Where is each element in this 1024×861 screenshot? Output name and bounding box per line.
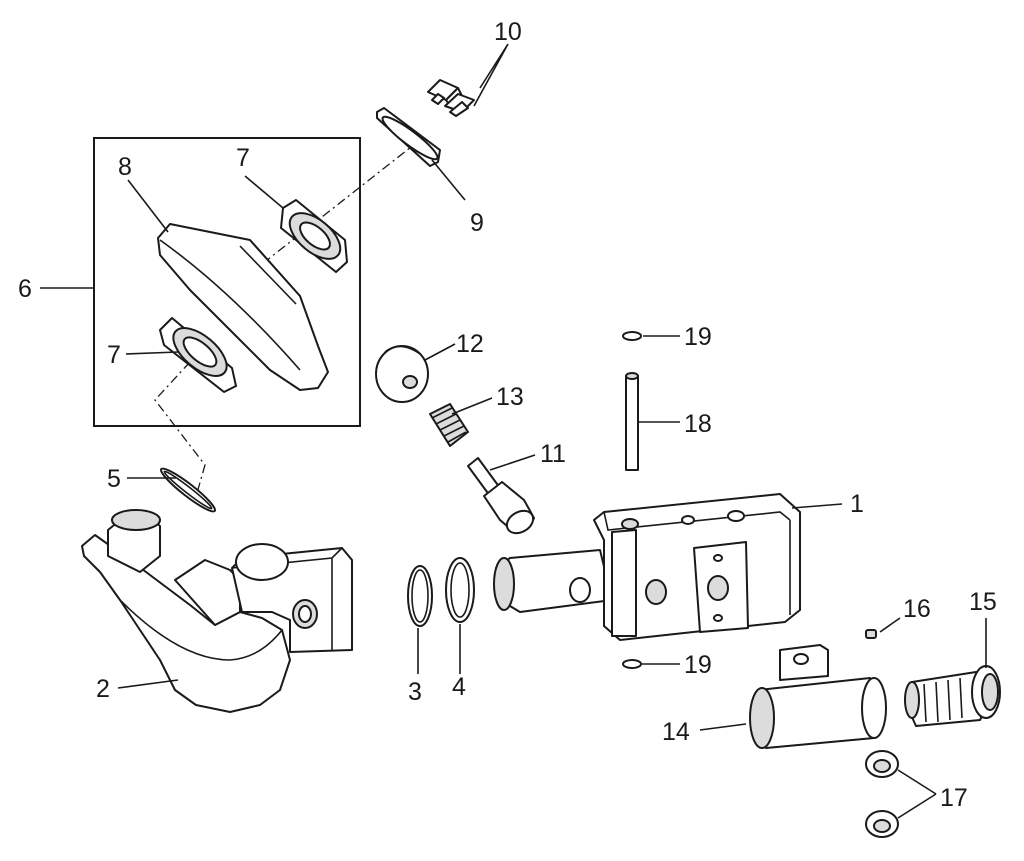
ring-part-5 xyxy=(159,467,217,513)
washer-part-4 xyxy=(445,557,475,623)
screws-part-17 xyxy=(865,750,899,838)
hook-body-part-2 xyxy=(81,509,353,713)
washer-part-9 xyxy=(376,107,441,167)
callout-13: 13 xyxy=(496,383,524,411)
bearing-part-7-upper xyxy=(280,199,348,273)
callout-18: 18 xyxy=(684,410,712,438)
callout-16: 16 xyxy=(903,595,931,623)
oring-part-19-upper xyxy=(622,331,642,341)
knob-part-12 xyxy=(375,345,429,403)
screws-part-10 xyxy=(427,79,475,117)
kit-box xyxy=(93,137,361,427)
leader-lines xyxy=(40,43,987,819)
cartridge-part-15 xyxy=(904,665,1001,727)
bearing-part-7-lower xyxy=(159,317,237,393)
callout-14: 14 xyxy=(662,718,690,746)
axis-line-upper xyxy=(247,139,421,276)
callout-7-lower: 7 xyxy=(107,341,121,369)
callout-12: 12 xyxy=(456,330,484,358)
disc-part-8 xyxy=(157,223,329,391)
callout-17: 17 xyxy=(940,784,968,812)
rod-part-18 xyxy=(625,372,639,471)
callout-19-lower: 19 xyxy=(684,651,712,679)
housing-part-1 xyxy=(493,493,801,641)
callout-6: 6 xyxy=(18,275,32,303)
callout-4: 4 xyxy=(452,673,466,701)
callout-1: 1 xyxy=(850,490,864,518)
callout-7-upper: 7 xyxy=(236,144,250,172)
callout-15: 15 xyxy=(969,588,997,616)
callout-19-upper: 19 xyxy=(684,323,712,351)
callout-5: 5 xyxy=(107,465,121,493)
spring-part-13 xyxy=(429,403,469,447)
callout-2: 2 xyxy=(96,675,110,703)
callout-10: 10 xyxy=(494,18,522,46)
callout-11: 11 xyxy=(540,440,566,468)
axis-line-lower xyxy=(154,361,206,501)
retaining-ring-part-3 xyxy=(407,565,433,627)
set-screw-part-16 xyxy=(865,629,877,639)
pin-part-11 xyxy=(467,457,535,535)
callout-3: 3 xyxy=(408,678,422,706)
cylinder-part-14 xyxy=(749,644,887,749)
oring-part-19-lower xyxy=(622,659,642,669)
callout-8: 8 xyxy=(118,153,132,181)
callout-9: 9 xyxy=(470,209,484,237)
